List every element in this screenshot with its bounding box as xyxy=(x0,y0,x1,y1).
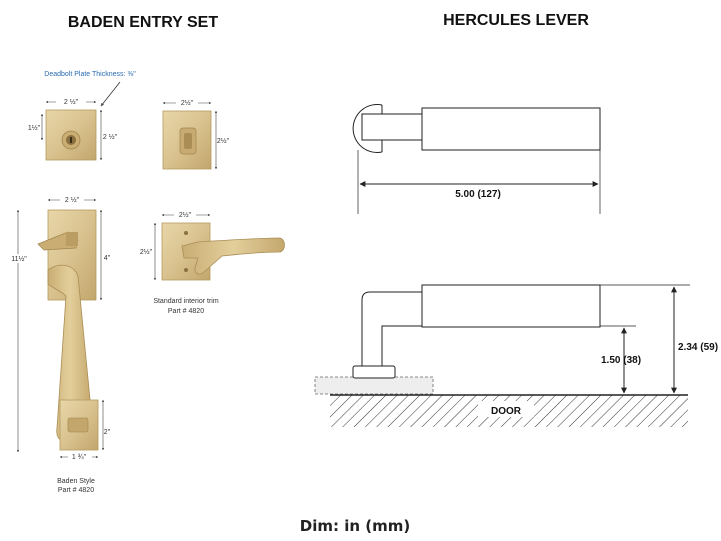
handle-overall-height-label: 11½" xyxy=(11,255,27,263)
interior-trim: 2½" 2½" xyxy=(140,210,285,281)
door-label: DOOR xyxy=(491,406,522,417)
thumbturn-height-label: 2½" xyxy=(217,137,230,145)
deadbolt-plate: 2 ½" 1½" 2 ½" xyxy=(28,97,118,161)
handle-plate-height-label: 4" xyxy=(104,255,111,262)
projection-high-dim: 2.34 (59) xyxy=(678,342,718,353)
handle-bottom-height-label: 2" xyxy=(104,429,111,436)
door-surface xyxy=(330,394,688,427)
handleset: 2 ½" 11½" 4" 2" 1 ¾" xyxy=(8,195,111,461)
projection-low-dim: 1.50 (38) xyxy=(601,355,641,366)
trim-caption-2: Part # 4820 xyxy=(168,308,204,315)
handle-top-width-label: 2 ½" xyxy=(65,196,80,204)
style-caption-2: Part # 4820 xyxy=(58,487,94,494)
trim-width-label: 2½" xyxy=(179,211,192,219)
handle-bottom-width-label: 1 ¾" xyxy=(72,454,87,461)
hercules-title: HERCULES LEVER xyxy=(443,12,589,29)
baden-title: BADEN ENTRY SET xyxy=(68,14,218,31)
style-caption-1: Baden Style xyxy=(57,478,95,485)
lever-top-view xyxy=(352,104,601,214)
deadbolt-height-label: 2 ½" xyxy=(103,133,118,141)
thumbturn-plate: 2½" 2½" xyxy=(162,98,230,170)
note-pointer xyxy=(100,81,121,107)
trim-height-label: 2½" xyxy=(140,248,153,256)
deadbolt-thickness-note: Deadbolt Plate Thickness: ⅜" xyxy=(44,71,136,78)
projection-dims xyxy=(600,284,690,394)
units-footer: Dim: in (mm) xyxy=(300,517,410,535)
lever-length-dim: 5.00 (127) xyxy=(455,189,501,200)
deadbolt-width-label: 2 ½" xyxy=(64,98,79,106)
deadbolt-cyl-height-label: 1½" xyxy=(28,124,41,132)
trim-caption-1: Standard interior trim xyxy=(153,298,219,305)
lever-side-view xyxy=(314,284,601,395)
thumbturn-width-label: 2½" xyxy=(181,99,194,107)
